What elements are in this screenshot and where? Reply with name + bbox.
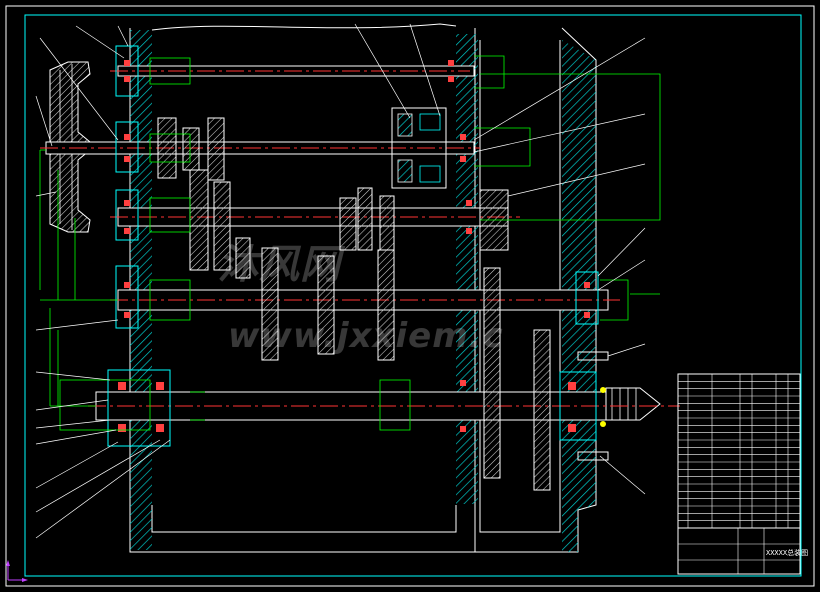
gear-3b xyxy=(213,181,231,271)
inner-border xyxy=(24,14,802,577)
gear-5b xyxy=(533,329,551,491)
bearing-housings xyxy=(107,45,599,447)
gear-3c xyxy=(235,237,251,279)
gear-4a xyxy=(261,247,279,361)
watermark-logo: 沐风网 xyxy=(218,242,341,288)
gear-3d xyxy=(339,197,357,251)
gear-3e xyxy=(357,187,373,251)
gear-3a xyxy=(189,169,209,271)
gear-2c xyxy=(207,117,225,181)
title-block xyxy=(677,373,801,575)
gearbox-housing xyxy=(129,23,597,553)
center-lines xyxy=(40,70,680,407)
gear-4c xyxy=(377,249,395,361)
bearings xyxy=(118,60,590,432)
spindle-nose xyxy=(605,387,661,421)
clutch-assembly xyxy=(391,107,509,251)
middle-wall-hatch xyxy=(456,34,478,504)
drawing-title: XXXXX总装图 xyxy=(766,549,809,557)
dimension-lines xyxy=(39,55,661,431)
gear-set xyxy=(157,117,551,491)
gear-5a xyxy=(483,267,501,479)
outer-border xyxy=(5,5,815,587)
ucs-axis-icon xyxy=(6,560,28,582)
gear-2a xyxy=(157,117,177,179)
leader-lines xyxy=(35,23,646,539)
yellow-markers xyxy=(600,387,606,427)
gear-3f xyxy=(379,195,395,251)
watermark-url: www.jxxiem.c xyxy=(228,316,504,356)
gear-4b xyxy=(317,255,335,355)
